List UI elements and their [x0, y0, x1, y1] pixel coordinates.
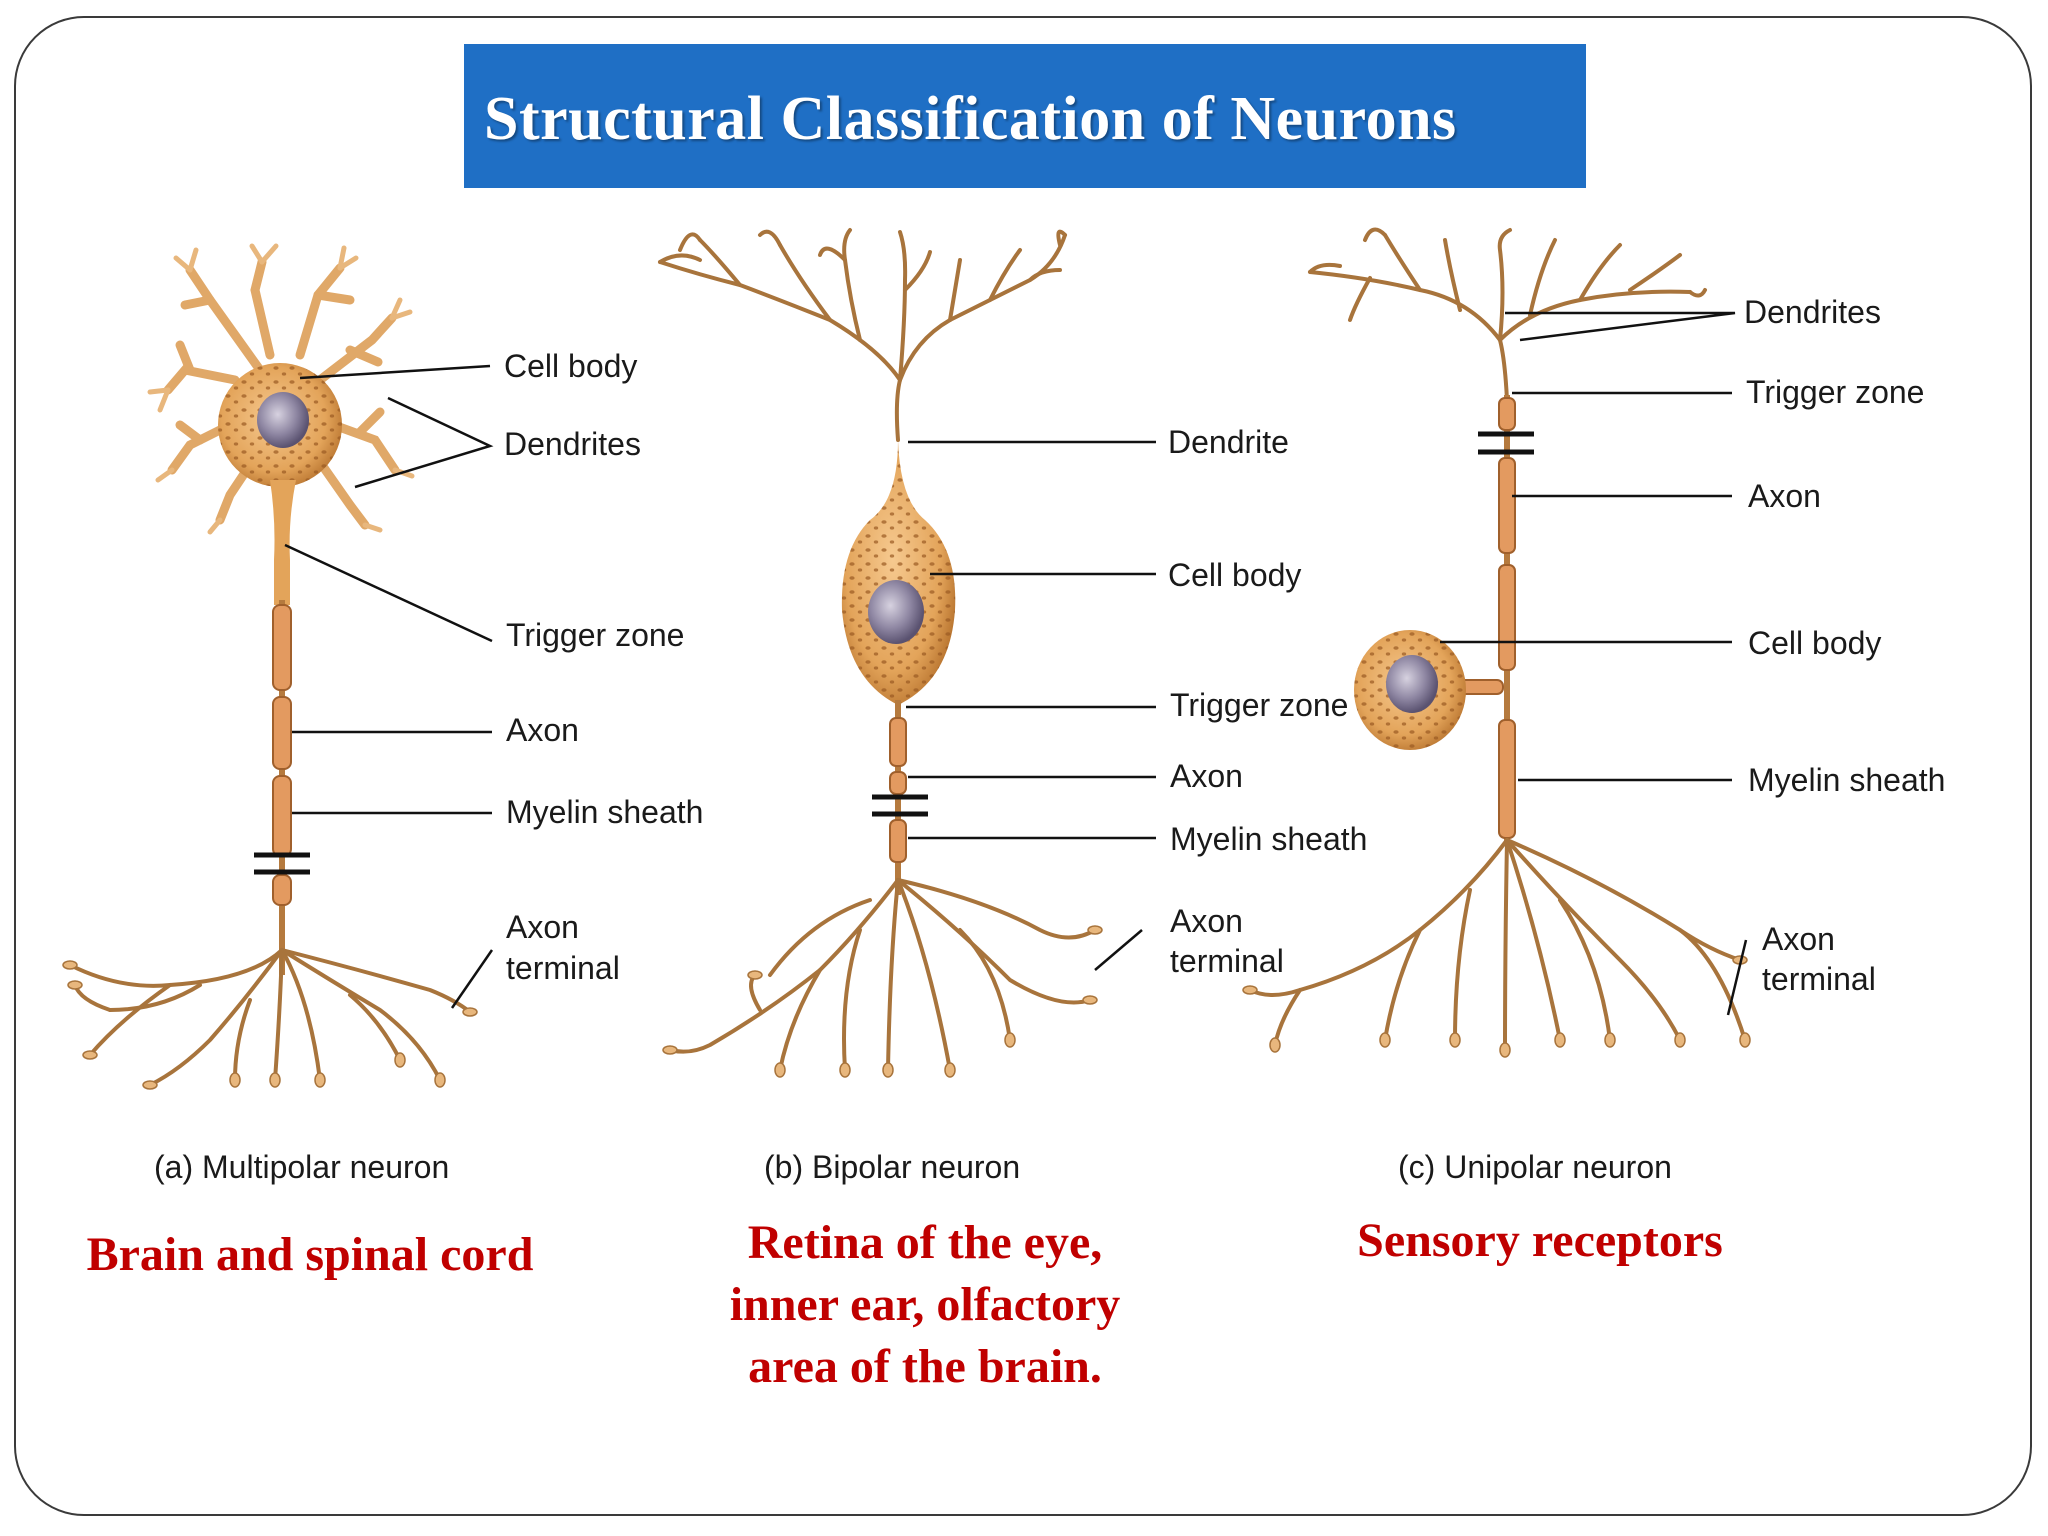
unipolar-label-cell-body: Cell body: [1748, 625, 1881, 661]
multipolar-label-axon: Axon: [506, 712, 579, 748]
multipolar-label-axon-terminal-line2: terminal: [506, 950, 620, 986]
unipolar-axon-break: [1478, 431, 1534, 455]
multipolar-axon-break: [254, 852, 310, 875]
slide-title: Structural Classification of Neurons: [484, 85, 1457, 153]
bipolar-label-dendrite: Dendrite: [1168, 424, 1289, 460]
bipolar-neuron-illustration: Dendrite Cell body Trigger zone Axon Mye…: [658, 228, 1367, 1185]
unipolar-label-myelin-sheath: Myelin sheath: [1748, 762, 1945, 798]
unipolar-dendrites: [1308, 227, 1707, 402]
unipolar-axon-terminals: [1248, 838, 1747, 1052]
bipolar-nucleus: [868, 580, 924, 644]
bipolar-location-line3: area of the brain.: [748, 1340, 1102, 1393]
bipolar-location-line1: Retina of the eye,: [747, 1216, 1103, 1269]
unipolar-location: Sensory receptors: [1300, 1210, 1780, 1272]
unipolar-label-dendrites: Dendrites: [1744, 294, 1881, 330]
unipolar-caption: (c) Unipolar neuron: [1398, 1149, 1672, 1185]
bipolar-axon-break: [872, 794, 928, 817]
multipolar-label-cell-body: Cell body: [504, 348, 637, 384]
unipolar-leader-lines: [1440, 311, 1748, 1016]
bipolar-label-axon-terminal-line2: terminal: [1170, 943, 1284, 979]
unipolar-myelin-sheath: [1498, 397, 1516, 839]
unipolar-label-trigger-zone: Trigger zone: [1746, 374, 1924, 410]
unipolar-nucleus: [1386, 655, 1438, 713]
unipolar-label-axon: Axon: [1748, 478, 1821, 514]
multipolar-location-line: Brain and spinal cord: [86, 1228, 534, 1281]
multipolar-nucleus: [257, 392, 309, 448]
multipolar-neuron-illustration: Cell body Dendrites Trigger zone Axon My…: [62, 243, 703, 1185]
bipolar-label-axon: Axon: [1170, 758, 1243, 794]
unipolar-label-axon-terminal-line1: Axon: [1762, 921, 1835, 957]
bipolar-label-axon-terminal-line1: Axon: [1170, 903, 1243, 939]
bipolar-axon-terminals: [668, 878, 1097, 1072]
unipolar-neuron-illustration: Dendrites Trigger zone Axon Cell body My…: [1242, 227, 1945, 1185]
unipolar-label-axon-terminal-line2: terminal: [1762, 961, 1876, 997]
multipolar-axon-terminals: [68, 948, 472, 1087]
multipolar-label-dendrites: Dendrites: [504, 426, 641, 462]
bipolar-dendrites: [658, 228, 1067, 442]
bipolar-caption: (b) Bipolar neuron: [764, 1149, 1020, 1185]
bipolar-leader-lines: [906, 440, 1156, 971]
bipolar-location-line2: inner ear, olfactory: [729, 1278, 1121, 1331]
multipolar-location: Brain and spinal cord: [60, 1224, 560, 1286]
multipolar-leader-lines: [284, 364, 494, 1009]
multipolar-caption: (a) Multipolar neuron: [154, 1149, 449, 1185]
unipolar-location-line: Sensory receptors: [1357, 1214, 1723, 1267]
bipolar-label-trigger-zone: Trigger zone: [1170, 687, 1348, 723]
multipolar-label-axon-terminal-line1: Axon: [506, 909, 579, 945]
bipolar-myelin-sheath: [889, 717, 907, 863]
multipolar-myelin-sheath: [272, 604, 292, 906]
multipolar-label-myelin-sheath: Myelin sheath: [506, 794, 703, 830]
multipolar-label-trigger-zone: Trigger zone: [506, 617, 684, 653]
bipolar-label-myelin-sheath: Myelin sheath: [1170, 821, 1367, 857]
title-banner: Structural Classification of Neurons: [464, 44, 1586, 188]
bipolar-label-cell-body: Cell body: [1168, 557, 1301, 593]
bipolar-location: Retina of the eye, inner ear, olfactory …: [690, 1212, 1160, 1398]
slide-frame: [14, 16, 2032, 1516]
